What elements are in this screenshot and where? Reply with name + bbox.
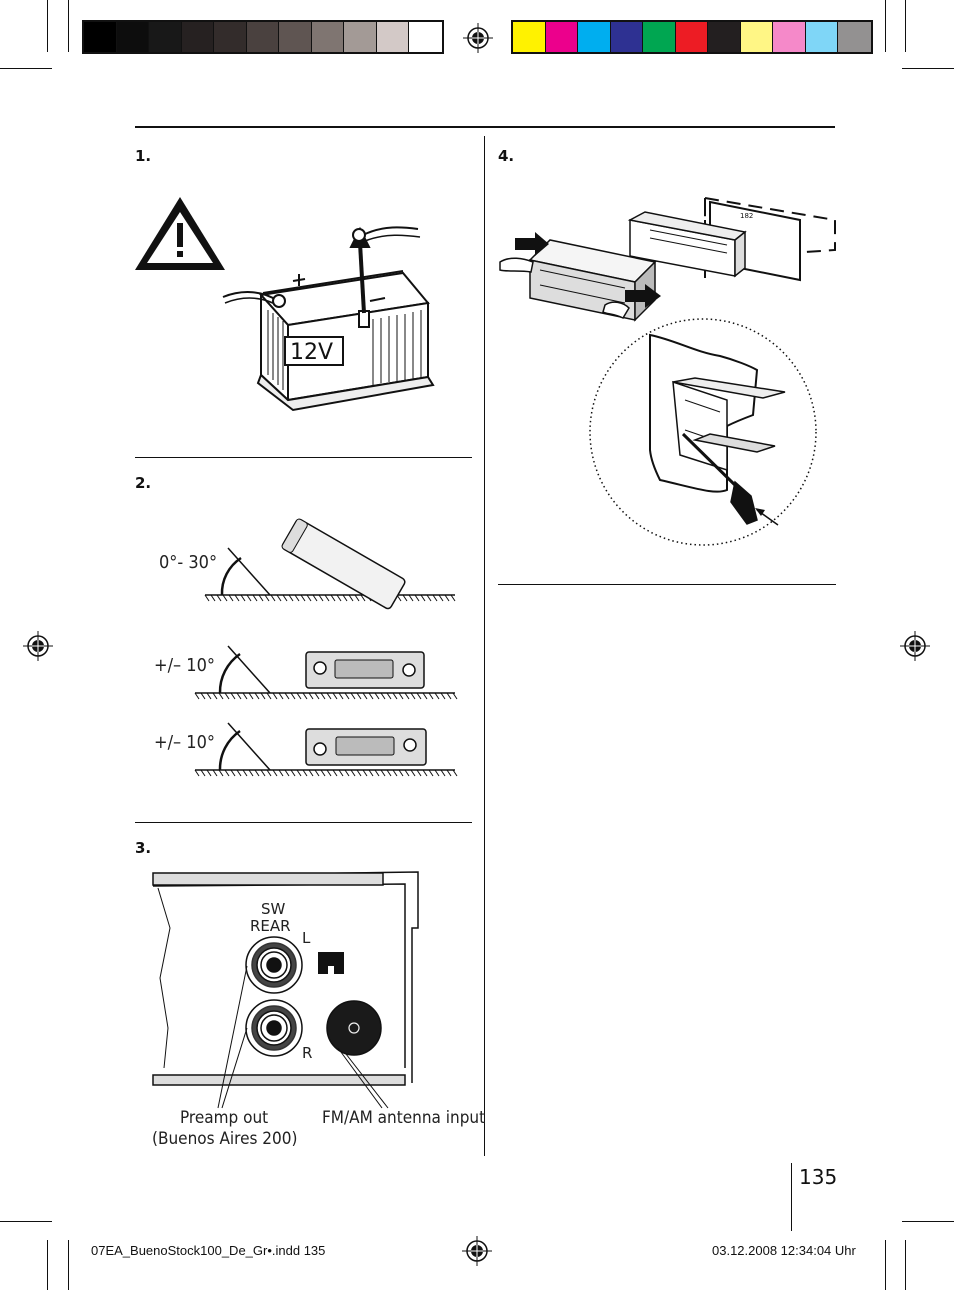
- angle-label-level-1: +/– 10°: [154, 655, 215, 676]
- detail-magnifier-circle: [589, 318, 817, 546]
- section-number-4: 4.: [498, 147, 515, 165]
- color-swatch: [545, 22, 578, 52]
- battery-voltage-label: 12V: [290, 340, 333, 365]
- color-swatch: [311, 22, 344, 52]
- color-swatch: [214, 22, 247, 52]
- right-channel-label: R: [302, 1044, 313, 1062]
- column-divider: [484, 136, 485, 1156]
- preamp-out-jack-left: [245, 936, 303, 994]
- registration-mark-bottom: [462, 1236, 492, 1266]
- crop-mark: [0, 68, 52, 69]
- crop-mark: [0, 1221, 52, 1222]
- warning-icon: [135, 197, 225, 270]
- color-swatch: [409, 22, 442, 52]
- grayscale-color-bar: [82, 20, 444, 54]
- color-swatch: [376, 22, 409, 52]
- color-swatch: [181, 22, 214, 52]
- footer-file-info: 07EA_BuenoStock100_De_Gr•.indd 135: [91, 1243, 326, 1258]
- process-color-bar: [511, 20, 873, 54]
- section-number-3: 3.: [135, 839, 152, 857]
- crop-mark: [902, 68, 954, 69]
- angle-label-tilt: 0°- 30°: [159, 552, 218, 573]
- registration-mark-right: [900, 631, 930, 661]
- section-divider: [135, 457, 472, 458]
- insert-arrow-icon: [625, 284, 661, 308]
- insert-arrow-icon: [515, 232, 549, 256]
- page-number: 135: [799, 1165, 838, 1189]
- crop-mark: [47, 1240, 48, 1290]
- radio-front-icon-2: [305, 728, 427, 766]
- crop-mark: [902, 1221, 954, 1222]
- mounting-frame-icon: [627, 211, 747, 278]
- color-swatch: [344, 22, 377, 52]
- color-swatch: [246, 22, 279, 52]
- footer-timestamp: 03.12.2008 12:34:04 Uhr: [712, 1243, 856, 1258]
- color-swatch: [578, 22, 611, 52]
- color-swatch: [643, 22, 676, 52]
- registration-mark-top: [463, 23, 493, 53]
- color-swatch: [84, 22, 117, 52]
- angle-label-level-2: +/– 10°: [154, 732, 215, 753]
- color-swatch: [773, 22, 806, 52]
- crop-mark: [905, 0, 906, 52]
- sw-label: SW: [261, 900, 286, 918]
- color-swatch: [740, 22, 773, 52]
- preamp-out-jack-right: [245, 999, 303, 1057]
- color-swatch: [805, 22, 838, 52]
- battery-icon: [222, 226, 435, 412]
- section-number-2: 2.: [135, 474, 152, 492]
- color-swatch: [838, 22, 871, 52]
- preamp-model-label: (Buenos Aires 200): [152, 1129, 298, 1149]
- section-number-1: 1.: [135, 147, 152, 165]
- color-swatch: [279, 22, 312, 52]
- color-swatch: [513, 22, 546, 52]
- section-divider: [135, 822, 472, 823]
- antenna-input-label: FM/AM antenna input: [322, 1108, 486, 1128]
- crop-mark: [905, 1240, 906, 1290]
- crop-mark: [47, 0, 48, 52]
- crop-mark: [885, 0, 886, 52]
- rear-label: REAR: [250, 917, 291, 935]
- registration-mark-left: [23, 631, 53, 661]
- release-tab-detail: [649, 333, 786, 493]
- dimension-width-label: 182: [740, 212, 753, 220]
- color-swatch: [610, 22, 643, 52]
- antenna-input-socket: [326, 1000, 382, 1056]
- section-divider: [498, 584, 836, 585]
- screwdriver-icon: [681, 432, 758, 525]
- crop-mark: [885, 1240, 886, 1290]
- radio-tilted-icon: [281, 518, 406, 610]
- crop-mark: [68, 1240, 69, 1290]
- page-number-divider: [791, 1163, 792, 1231]
- crop-mark: [68, 0, 69, 52]
- battery-disconnect-illustration: 12V: [135, 197, 435, 412]
- color-swatch: [116, 22, 149, 52]
- color-swatch: [149, 22, 182, 52]
- top-rule: [135, 126, 835, 128]
- left-channel-label: L: [302, 929, 311, 947]
- color-swatch: [708, 22, 741, 52]
- color-swatch: [675, 22, 708, 52]
- ground-terminal-icon: [318, 952, 344, 974]
- mounting-angle-illustration: [194, 518, 458, 777]
- radio-front-icon-1: [305, 651, 425, 689]
- rear-connector-illustration: [152, 871, 419, 1109]
- preamp-out-label: Preamp out: [180, 1108, 269, 1128]
- installation-illustration: 182 53: [499, 196, 836, 546]
